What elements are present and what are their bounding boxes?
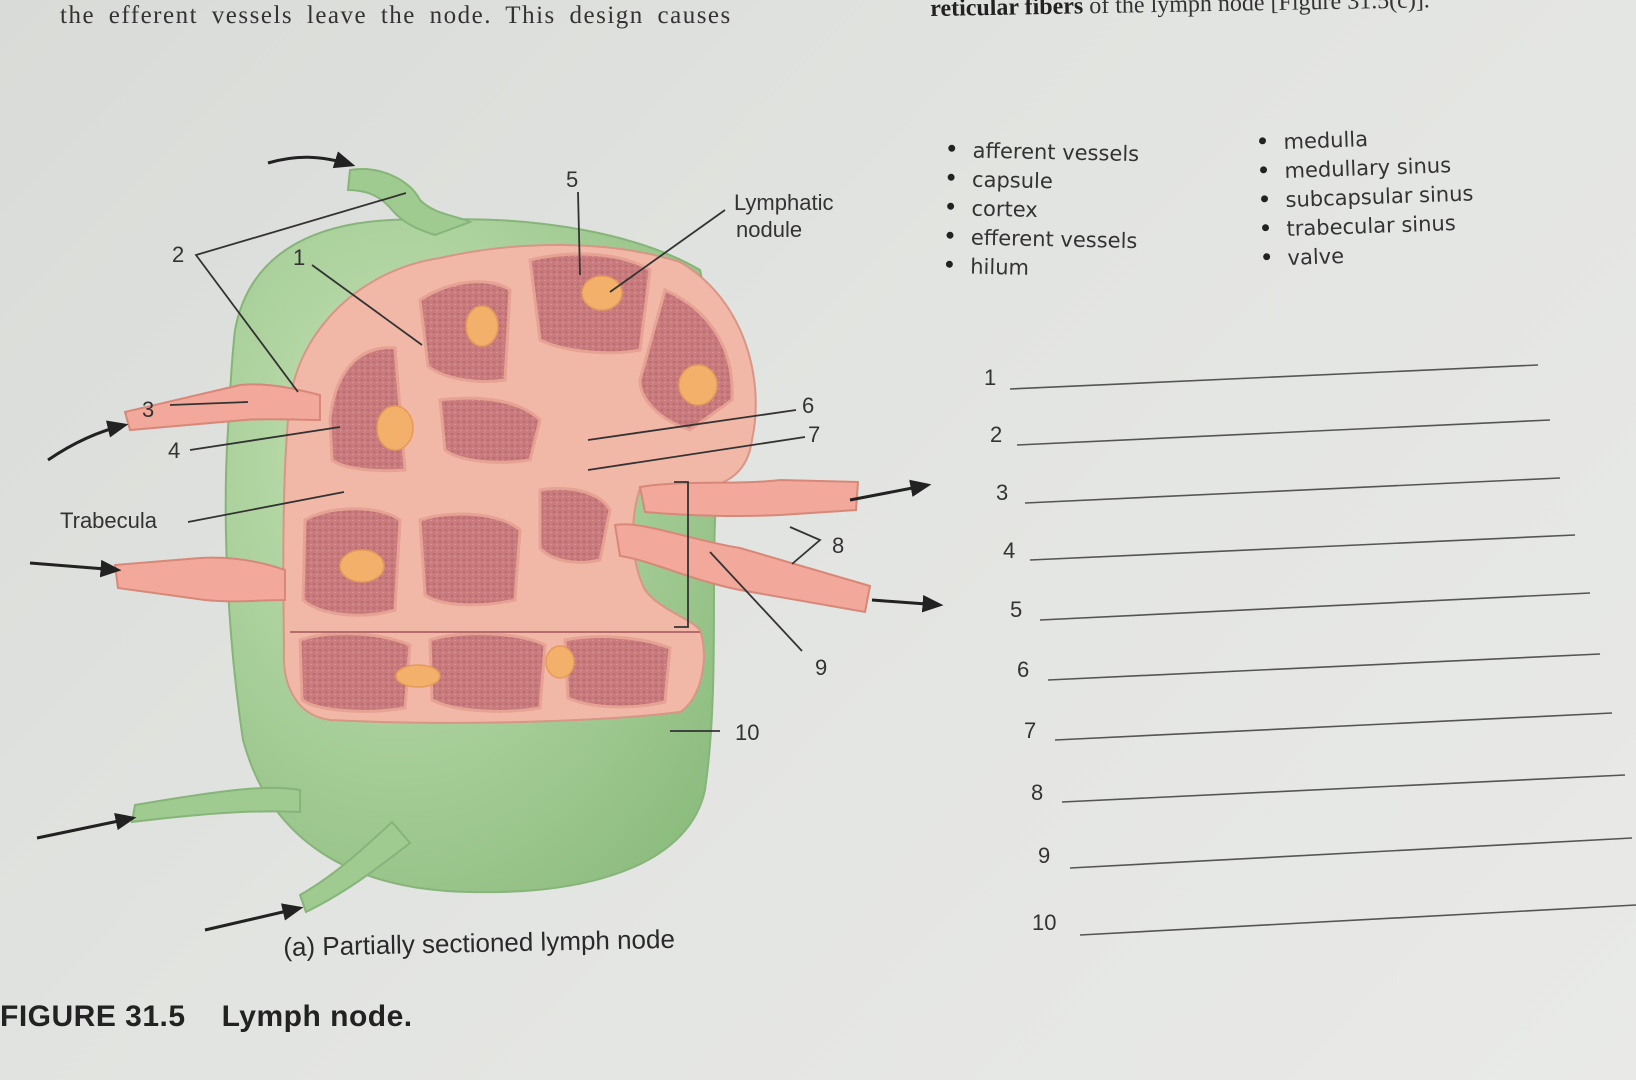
term-item: efferent vessels: [943, 222, 1138, 255]
answer-number-5: 5: [1010, 597, 1022, 622]
afferent-vessel-3: [123, 383, 321, 432]
leader-1: [311, 264, 423, 346]
leader-lymphatic-nodule: [609, 209, 726, 293]
leader-5: [577, 191, 581, 276]
label-2: 2: [172, 242, 184, 267]
flow-arrows: [29, 151, 944, 932]
answer-number-6: 6: [1017, 657, 1029, 682]
hilum-bracket: [674, 481, 689, 628]
label-lymphatic-line1: Lymphatic: [734, 190, 833, 215]
label-5: 5: [566, 167, 578, 192]
label-9: 9: [815, 655, 827, 680]
term-list-right: medulla medullary sinus subcapsular sinu…: [1255, 120, 1476, 272]
figure-caption: FIGURE 31.5 Lymph node.: [0, 1000, 413, 1034]
arrow-afferent-mid: [29, 559, 122, 578]
cut-section: [282, 244, 757, 724]
label-4: 4: [168, 438, 180, 463]
arrow-afferent-top: [267, 151, 356, 169]
term-item: hilum: [942, 251, 1137, 284]
label-3: 3: [142, 397, 154, 422]
leader-2: [194, 192, 407, 393]
figure-number: FIGURE 31.5: [0, 1000, 186, 1033]
efferent-vessel-lower: [613, 523, 872, 614]
arrow-afferent-lower: [36, 813, 137, 840]
leader-8: [789, 526, 822, 565]
label-6: 6: [802, 393, 814, 418]
answer-number-9: 9: [1038, 843, 1050, 868]
term-item: capsule: [944, 164, 1139, 197]
label-1: 1: [293, 245, 305, 270]
answer-number-8: 8: [1031, 780, 1043, 805]
label-8: 8: [832, 533, 844, 558]
term-list-left: afferent vessels capsule cortex efferent…: [942, 135, 1140, 284]
figure-title: Lymph node.: [221, 1000, 413, 1033]
answer-number-7: 7: [1024, 718, 1036, 743]
answer-numbers: 1 2 3 4 5 6 7 8 9 10: [984, 365, 1056, 935]
efferent-vessel-upper: [638, 478, 860, 517]
arrow-afferent-3: [47, 420, 129, 462]
leader-6: [587, 409, 797, 441]
answer-lines: [1009, 364, 1636, 936]
arrow-afferent-bottom: [204, 903, 304, 932]
answer-number-2: 2: [990, 422, 1002, 447]
leader-9: [709, 551, 803, 652]
answer-number-4: 4: [1003, 538, 1015, 563]
term-item: cortex: [943, 193, 1138, 226]
arrow-efferent-lower: [871, 594, 944, 613]
leader-4: [189, 426, 341, 451]
leader-7: [587, 436, 806, 471]
arrow-efferent-upper: [849, 479, 932, 502]
leader-trabecula: [187, 491, 345, 523]
answer-number-10: 10: [1032, 910, 1056, 935]
label-7: 7: [808, 422, 820, 447]
term-item: afferent vessels: [944, 135, 1139, 168]
label-lymphatic-line2: nodule: [736, 217, 802, 242]
answer-number-3: 3: [996, 480, 1008, 505]
label-10: 10: [735, 720, 759, 745]
answer-number-1: 1: [984, 365, 996, 390]
leader-3: [169, 401, 249, 406]
afferent-vessel-lower-left: [130, 786, 301, 824]
afferent-vessel-top: [346, 168, 473, 237]
afferent-vessel-bottom: [298, 820, 412, 914]
label-trabecula: Trabecula: [60, 508, 158, 533]
header-text-left: the efferent vessels leave the node. Thi…: [60, 2, 732, 29]
lymphatic-nodules: [339, 275, 718, 688]
leader-lines: [169, 191, 822, 732]
afferent-vessel-mid: [113, 556, 286, 603]
